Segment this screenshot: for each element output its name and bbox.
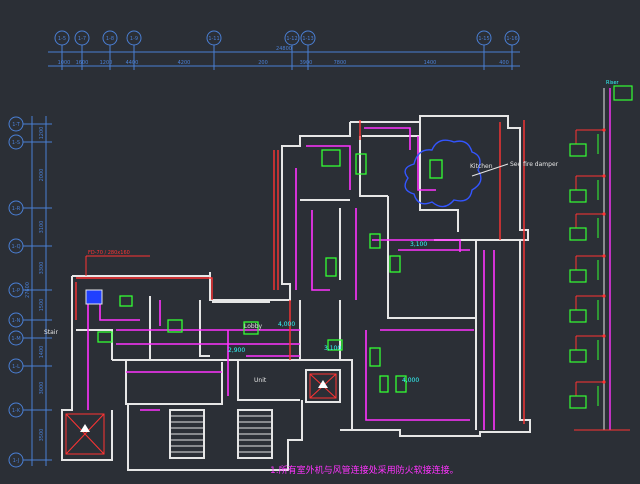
room-label-stair: Stair	[44, 329, 59, 336]
riser-note: Riser	[606, 80, 620, 86]
axis-label: 1-13	[302, 36, 313, 42]
axis-label: 1-12	[286, 36, 297, 42]
axis-label: 1-16	[506, 36, 517, 42]
dimension-value: 4400	[126, 60, 139, 66]
riser-joint	[602, 128, 606, 132]
room-label-kitchen: Kitchen	[470, 163, 493, 170]
indoor-unit	[569, 189, 587, 203]
riser-joint	[602, 254, 606, 258]
air-handling-units	[97, 149, 443, 393]
axis-label: 1-11	[208, 36, 219, 42]
riser-joint	[602, 380, 606, 384]
indoor-unit	[569, 349, 587, 363]
dimension-value: 1500	[39, 299, 45, 312]
ventilation-ducts	[87, 127, 495, 430]
outdoor-unit	[85, 289, 103, 305]
riser-joint	[602, 174, 606, 178]
axis-label: 1-5	[58, 36, 66, 42]
axis-label: 1-P	[12, 288, 20, 294]
bottom-note: 1.所有室外机与风管连接处采用防火软接连接。	[270, 466, 459, 476]
room-code: 4,000	[402, 377, 419, 384]
axis-label: 1-T	[12, 122, 21, 128]
dimension-value: 3900	[300, 60, 313, 66]
dimension-value: 1200	[100, 60, 113, 66]
room-labels: Stair Lobby Unit Kitchen	[44, 163, 493, 384]
dimension-value: 1400	[424, 60, 437, 66]
dimension-value: 1200	[39, 127, 45, 140]
riser-joint	[602, 212, 606, 216]
rooftop-unit	[613, 85, 633, 101]
axis-label: 1-N	[12, 318, 21, 324]
dimension-value: 1400	[39, 346, 45, 359]
elevator-shafts	[65, 373, 337, 455]
dimension-value: 1000	[58, 60, 71, 66]
riser-joint	[602, 334, 606, 338]
room-code: 3,100	[324, 345, 341, 352]
axis-label: 1-8	[106, 36, 114, 42]
indoor-unit	[569, 143, 587, 157]
stair-treads	[170, 415, 272, 453]
axis-label: 1-Q	[11, 244, 20, 250]
axis-label: 1-M	[11, 336, 20, 342]
overall-dimension: 27600	[25, 282, 31, 298]
room-code: 2,900	[228, 347, 245, 354]
dimension-value: 4200	[178, 60, 191, 66]
axis-label: 1-15	[478, 36, 489, 42]
revision-cloud	[404, 139, 482, 208]
room-code: 4,000	[278, 321, 295, 328]
left-axis-grid: 1-T 1-S 1-R 1-Q 1-P 1-N 1-M 1-L 1-K 1-J 1200 2000 31…	[8, 116, 52, 468]
dimension-value: 400	[499, 60, 509, 66]
room-code: 3,100	[410, 241, 427, 248]
duct-callout: FD-70 / 280x160	[85, 250, 150, 276]
room-label-lobby: Lobby	[244, 323, 263, 330]
dimension-value: 3100	[39, 221, 45, 234]
indoor-unit	[569, 395, 587, 409]
dimension-value: 1600	[76, 60, 89, 66]
indoor-unit	[569, 309, 587, 323]
axis-label: 1-L	[12, 364, 20, 370]
axis-label: 1-S	[12, 140, 20, 146]
indoor-unit	[569, 227, 587, 241]
indoor-unit	[569, 269, 587, 283]
duct-tag: FD-70 / 280x160	[88, 250, 130, 256]
dimension-value: 7800	[334, 60, 347, 66]
dimension-value: 3500	[39, 429, 45, 442]
cloud-leader	[471, 163, 509, 177]
elevator-arrows	[80, 380, 328, 432]
axis-label: 1-K	[12, 408, 21, 414]
overall-dimension: 24800	[276, 46, 292, 52]
room-label-unit: Unit	[254, 377, 267, 384]
top-axis-grid: 1-5 1-7 1-8 1-9 1-11 1-12 1-13 1-15 1-16 1000 1600…	[48, 30, 520, 70]
dimension-value: 3300	[39, 262, 45, 275]
cloud-label: See fire damper	[510, 161, 559, 168]
riser-diagram	[569, 85, 633, 431]
room-code-tags: 4,000 3,100 4,000 3,100 2,900	[228, 241, 427, 384]
dimension-value: 200	[258, 60, 268, 66]
axis-label: 1-9	[130, 36, 138, 42]
dimension-value: 2000	[39, 169, 45, 182]
axis-label: 1-R	[12, 206, 21, 212]
riser-joint	[602, 294, 606, 298]
refrigerant-pipes	[75, 120, 525, 424]
dimension-value: 3000	[39, 382, 45, 395]
axis-label: 1-J	[13, 458, 20, 464]
axis-label: 1-7	[78, 36, 86, 42]
